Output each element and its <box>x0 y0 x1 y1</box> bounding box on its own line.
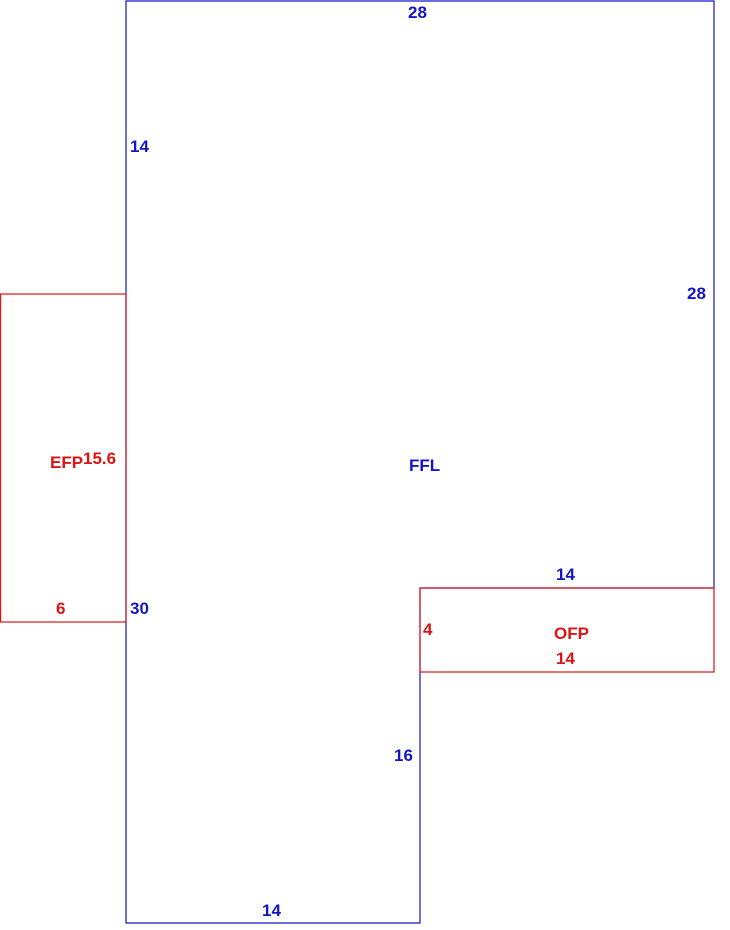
efp-area-outline <box>0 293 127 623</box>
main-dim-bottom: 14 <box>262 901 281 920</box>
main-area-code: FFL <box>409 456 441 475</box>
main-dim-right: 28 <box>687 284 706 303</box>
main-dim-left-lower: 30 <box>130 599 149 618</box>
efp-area-code: EFP <box>50 453 84 472</box>
main-dim-left-upper: 14 <box>130 137 149 156</box>
efp-dim-bottom: 6 <box>56 599 66 618</box>
ofp-area-outline <box>419 587 715 673</box>
ofp-dim-side: 4 <box>423 620 433 639</box>
ofp-dim-bottom: 14 <box>556 649 575 668</box>
main-dim-notch-top: 14 <box>556 565 575 584</box>
efp-dim-side: 15.6 <box>83 449 117 468</box>
main-dim-notch-side: 16 <box>394 746 413 765</box>
main-dim-top: 28 <box>408 3 427 22</box>
ofp-area-code: OFP <box>554 624 589 643</box>
